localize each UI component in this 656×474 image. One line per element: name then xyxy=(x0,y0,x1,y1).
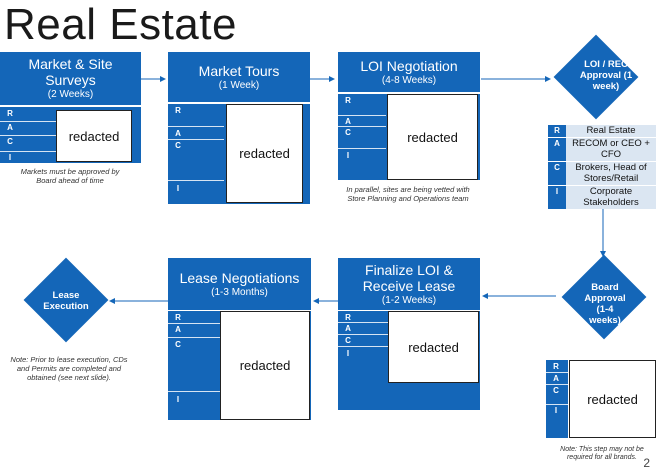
step-duration: (1-2 Weeks) xyxy=(381,294,437,306)
raci-divider xyxy=(338,126,386,127)
raci-divider xyxy=(168,126,224,127)
raci-i: I xyxy=(346,349,350,358)
step-duration: (1-3 Months) xyxy=(211,286,268,298)
step-title: Market & Site Surveys xyxy=(28,56,113,88)
raci-row-i: I Corporate Stakeholders xyxy=(548,186,656,209)
raci-divider xyxy=(0,151,56,152)
loi-rec-raci-table: R Real Estate A RECOM or CEO + CFO C Bro… xyxy=(548,125,656,209)
raci-divider xyxy=(168,323,220,324)
note-lease-execution: Note: Prior to lease execution, CDs and … xyxy=(10,355,128,382)
raci-i: I xyxy=(176,395,180,404)
step-duration: (1 Week) xyxy=(218,79,260,91)
raci-r: R xyxy=(175,106,181,115)
decision-loi-rec-approval-label: LOI / REC Approval (1 week) xyxy=(579,59,633,92)
step-market-surveys-header: Market & Site Surveys (2 Weeks) xyxy=(0,52,141,105)
raci-divider xyxy=(546,384,568,385)
step-duration: (2 Weeks) xyxy=(47,89,94,100)
raci-divider xyxy=(168,139,224,140)
raci-i: I xyxy=(346,151,350,160)
raci-divider xyxy=(338,148,386,149)
raci-divider xyxy=(338,115,386,116)
redacted-box: redacted xyxy=(56,110,132,162)
raci-a: A xyxy=(553,374,559,383)
step-finalize-loi-header: Finalize LOI & Receive Lease (1-2 Weeks) xyxy=(338,258,480,310)
raci-divider xyxy=(0,121,56,122)
raci-row-c: C Brokers, Head of Stores/Retail xyxy=(548,162,656,185)
raci-divider xyxy=(168,391,220,392)
raci-key: I xyxy=(548,186,566,209)
raci-divider xyxy=(338,322,388,323)
redacted-box: redacted xyxy=(569,360,656,438)
step-lease-negotiations-header: Lease Negotiations (1-3 Months) xyxy=(168,258,311,310)
raci-key: R xyxy=(548,125,566,137)
note-board-approval: Note: This step may not be required for … xyxy=(560,446,644,461)
page-number: 2 xyxy=(643,456,650,470)
step-title: Market Tours xyxy=(198,62,280,79)
raci-c: C xyxy=(553,386,559,395)
raci-c: C xyxy=(175,141,181,150)
step-title: Lease Negotiations xyxy=(179,269,300,286)
raci-key: A xyxy=(548,138,566,161)
page-title: Real Estate xyxy=(4,0,237,49)
note-market-surveys: Markets must be approved by Board ahead … xyxy=(20,167,120,185)
raci-r: R xyxy=(345,96,351,105)
raci-value: Corporate Stakeholders xyxy=(566,186,656,209)
raci-divider xyxy=(338,334,388,335)
raci-a: A xyxy=(345,324,351,333)
step-loi-negotiation-header: LOI Negotiation (4-8 Weeks) xyxy=(338,52,480,92)
step-title: Finalize LOI & Receive Lease xyxy=(362,261,456,294)
raci-divider xyxy=(546,372,568,373)
raci-value: Real Estate xyxy=(566,125,656,137)
raci-a: A xyxy=(345,117,351,126)
raci-r: R xyxy=(175,313,181,322)
raci-c: C xyxy=(345,336,351,345)
raci-value: RECOM or CEO + CFO xyxy=(566,138,656,161)
raci-r: R xyxy=(345,313,351,322)
raci-divider xyxy=(546,404,568,405)
redacted-box: redacted xyxy=(226,104,303,203)
raci-r: R xyxy=(7,109,13,118)
raci-c: C xyxy=(7,137,13,146)
raci-a: A xyxy=(7,123,13,132)
raci-i: I xyxy=(176,184,180,193)
raci-value: Brokers, Head of Stores/Retail xyxy=(566,162,656,185)
raci-i: I xyxy=(8,153,12,162)
raci-divider xyxy=(0,135,56,136)
redacted-box: redacted xyxy=(388,311,479,383)
raci-i: I xyxy=(554,406,558,415)
raci-row-r: R Real Estate xyxy=(548,125,656,137)
decision-lease-execution-label: Lease Execution xyxy=(43,290,89,312)
note-loi-negotiation: In parallel, sites are being vetted with… xyxy=(346,185,470,203)
board-approval-raci: R A C I xyxy=(546,360,568,438)
raci-divider xyxy=(168,180,224,181)
redacted-box: redacted xyxy=(220,311,310,420)
step-title: LOI Negotiation xyxy=(360,57,458,74)
raci-c: C xyxy=(175,340,181,349)
raci-c: C xyxy=(345,128,351,137)
decision-board-approval-label: Board Approval (1-4 weeks) xyxy=(584,282,626,326)
raci-divider xyxy=(168,337,220,338)
raci-key: C xyxy=(548,162,566,185)
raci-a: A xyxy=(175,325,181,334)
raci-a: A xyxy=(175,129,181,138)
step-duration: (4-8 Weeks) xyxy=(381,74,437,86)
raci-r: R xyxy=(553,362,559,371)
raci-row-a: A RECOM or CEO + CFO xyxy=(548,138,656,161)
step-market-tours-header: Market Tours (1 Week) xyxy=(168,52,310,102)
redacted-box: redacted xyxy=(387,94,478,180)
raci-divider xyxy=(338,346,388,347)
